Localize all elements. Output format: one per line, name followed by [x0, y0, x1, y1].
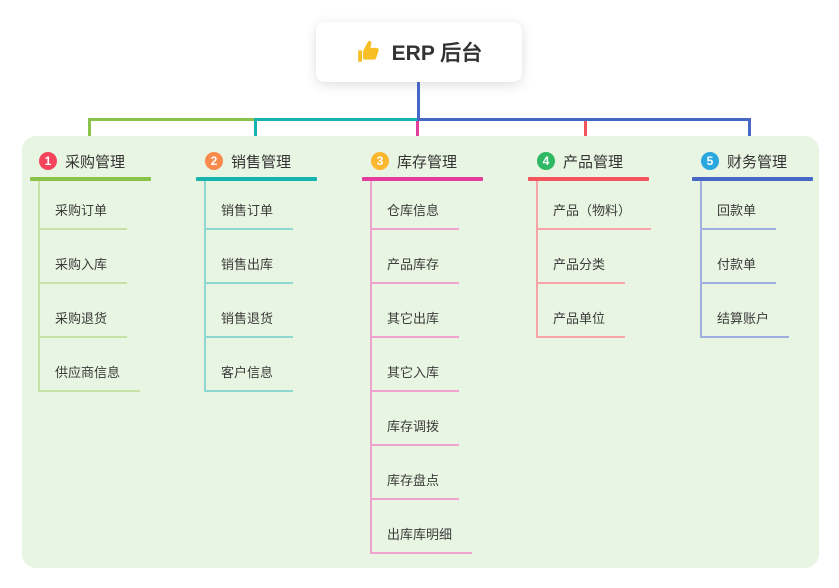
branch-badge: 2: [205, 152, 223, 170]
child-node: 出库库明细: [372, 500, 473, 554]
branch-finance: 5 财务管理 回款单 付款单 结算账户: [692, 148, 839, 338]
branch-product: 4 产品管理 产品（物料） 产品分类 产品单位: [528, 148, 728, 338]
connector-drop-product: [584, 119, 587, 148]
branch-label: 销售管理: [231, 153, 292, 171]
child-node: 采购订单: [40, 181, 140, 230]
branch-underline: [692, 177, 813, 181]
child-node: 采购退货: [40, 284, 140, 338]
child-node-label[interactable]: 其它出库: [372, 308, 460, 338]
child-node: 其它出库: [372, 284, 472, 338]
child-node-label[interactable]: 产品分类: [538, 254, 626, 284]
children-group: 仓库信息 产品库存 其它出库 其它入库 库存调拨 库存盘点 出库库明细: [370, 181, 473, 554]
child-node-label[interactable]: 回款单: [702, 200, 777, 230]
child-node: 库存盘点: [372, 446, 472, 500]
child-node: 产品（物料）: [538, 181, 652, 230]
connector-drop-inventory: [416, 119, 419, 148]
children-group: 产品（物料） 产品分类 产品单位: [536, 181, 652, 338]
branch-label: 采购管理: [65, 153, 126, 171]
branch-label: 财务管理: [727, 153, 788, 171]
child-node-label[interactable]: 供应商信息: [40, 362, 141, 392]
child-node: 客户信息: [206, 338, 294, 392]
child-node-label[interactable]: 采购入库: [40, 254, 128, 284]
branch-underline: [362, 177, 483, 181]
child-node-label[interactable]: 出库库明细: [372, 524, 473, 554]
child-node-label[interactable]: 付款单: [702, 254, 777, 284]
branch-title-purchase[interactable]: 1 采购管理: [30, 148, 151, 174]
branch-badge: 1: [39, 152, 57, 170]
child-node-label[interactable]: 销售订单: [206, 200, 294, 230]
child-node: 产品单位: [538, 284, 651, 338]
child-node-label[interactable]: 销售退货: [206, 308, 294, 338]
children-group: 采购订单 采购入库 采购退货 供应商信息: [38, 181, 141, 392]
child-node-label[interactable]: 采购退货: [40, 308, 128, 338]
canvas-panel: [22, 136, 819, 568]
child-node: 产品库存: [372, 230, 472, 284]
child-node-label[interactable]: 库存调拨: [372, 416, 460, 446]
branch-underline: [528, 177, 649, 181]
child-node-label[interactable]: 客户信息: [206, 362, 294, 392]
child-node-label[interactable]: 结算账户: [702, 308, 790, 338]
branch-sales: 2 销售管理 销售订单 销售出库 销售退货 客户信息: [196, 148, 396, 392]
child-node-label[interactable]: 产品单位: [538, 308, 626, 338]
branch-inventory: 3 库存管理 仓库信息 产品库存 其它出库 其它入库 库存调拨 库存盘点 出库库…: [362, 148, 562, 554]
child-node-label[interactable]: 其它入库: [372, 362, 460, 392]
branch-title-finance[interactable]: 5 财务管理: [692, 148, 813, 174]
child-node-label[interactable]: 库存盘点: [372, 470, 460, 500]
branch-label: 产品管理: [563, 153, 624, 171]
branch-title-inventory[interactable]: 3 库存管理: [362, 148, 483, 174]
child-node: 产品分类: [538, 230, 651, 284]
connector-bus-right: [417, 118, 751, 121]
children-group: 回款单 付款单 结算账户: [700, 181, 790, 338]
child-node: 销售出库: [206, 230, 294, 284]
child-node-label[interactable]: 产品（物料）: [538, 200, 652, 230]
branch-label: 库存管理: [397, 153, 458, 171]
child-node: 仓库信息: [372, 181, 472, 230]
thumbs-up-icon: [357, 40, 379, 62]
child-node: 回款单: [702, 181, 789, 230]
connector-bus-left: [88, 118, 255, 121]
branch-title-sales[interactable]: 2 销售管理: [196, 148, 317, 174]
child-node-label[interactable]: 销售出库: [206, 254, 294, 284]
child-node-label[interactable]: 产品库存: [372, 254, 460, 284]
branch-purchase: 1 采购管理 采购订单 采购入库 采购退货 供应商信息: [30, 148, 230, 392]
child-node-label[interactable]: 采购订单: [40, 200, 128, 230]
connector-drop-purchase: [88, 119, 91, 148]
child-node: 采购入库: [40, 230, 140, 284]
child-node: 付款单: [702, 230, 789, 284]
branch-badge: 4: [537, 152, 555, 170]
child-node: 其它入库: [372, 338, 472, 392]
child-node: 销售退货: [206, 284, 294, 338]
child-node: 库存调拨: [372, 392, 472, 446]
branch-underline: [196, 177, 317, 181]
connector-drop-finance: [748, 119, 751, 148]
child-node: 结算账户: [702, 284, 790, 338]
branch-badge: 5: [701, 152, 719, 170]
root-node-title: ERP 后台: [391, 42, 483, 65]
branch-underline: [30, 177, 151, 181]
root-connector-line: [417, 82, 420, 119]
children-group: 销售订单 销售出库 销售退货 客户信息: [204, 181, 294, 392]
branch-badge: 3: [371, 152, 389, 170]
connector-drop-sales: [254, 119, 257, 148]
child-node-label[interactable]: 仓库信息: [372, 200, 460, 230]
child-node: 销售订单: [206, 181, 294, 230]
branch-title-product[interactable]: 4 产品管理: [528, 148, 649, 174]
root-node[interactable]: ERP 后台: [316, 22, 522, 82]
connector-bus-mid: [254, 118, 418, 121]
child-node: 供应商信息: [40, 338, 141, 392]
